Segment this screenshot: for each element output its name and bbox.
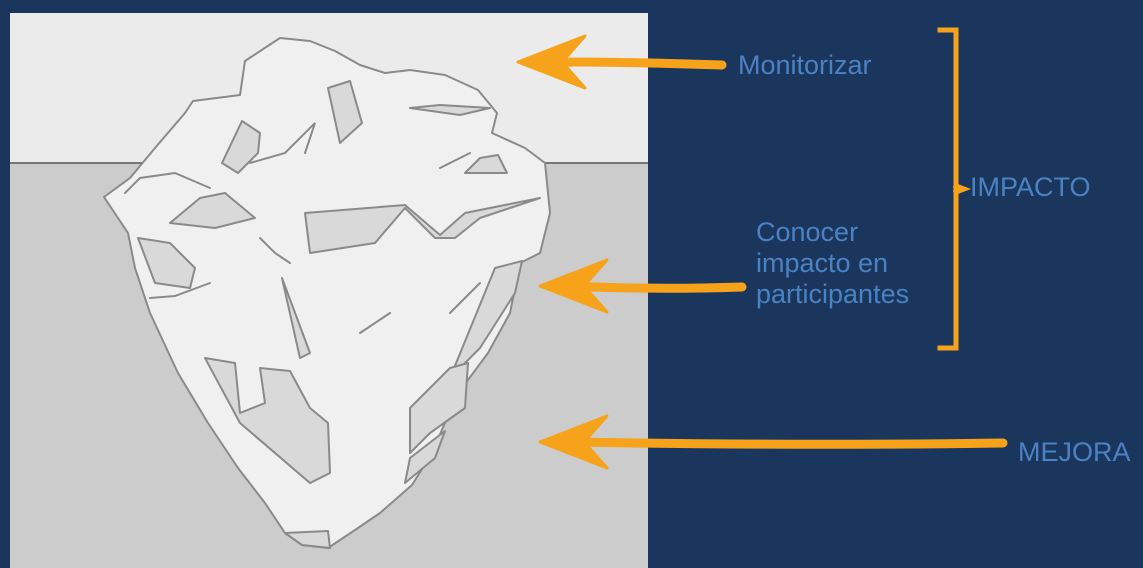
label-conocer-line-1: Conocer xyxy=(756,217,859,247)
label-conocer-line-3: participantes xyxy=(756,279,910,309)
iceberg-cracks xyxy=(124,122,481,334)
facet-top-right xyxy=(409,104,491,116)
facet-lower-left xyxy=(204,357,331,484)
label-monitorizar: Monitorizar xyxy=(738,50,872,80)
label-conocer-impacto: Conocer impacto en participantes xyxy=(756,217,909,310)
label-mejora: MEJORA xyxy=(1018,437,1131,467)
arrow-mejora xyxy=(538,414,1008,470)
facet-lower-strip xyxy=(404,430,446,484)
label-conocer-line-2: impacto en xyxy=(756,248,889,278)
impacto-bracket xyxy=(937,27,972,351)
facet-lower-right xyxy=(409,362,469,454)
facet-left xyxy=(137,237,196,289)
arrow-monitorizar xyxy=(516,34,727,90)
facet-right-cap xyxy=(464,154,508,174)
facet-center-long xyxy=(281,277,311,359)
facet-tip xyxy=(284,530,331,549)
facet-top-center xyxy=(327,80,363,144)
arrow-conocer-impacto xyxy=(538,258,747,314)
facet-top-left xyxy=(221,120,261,174)
facet-mid-left xyxy=(169,192,256,229)
facet-right-side xyxy=(449,260,523,379)
label-impacto: IMPACTO xyxy=(970,172,1091,202)
iceberg-facets xyxy=(137,80,541,549)
facet-mid-center xyxy=(304,197,541,254)
iceberg-illustration xyxy=(10,13,648,568)
